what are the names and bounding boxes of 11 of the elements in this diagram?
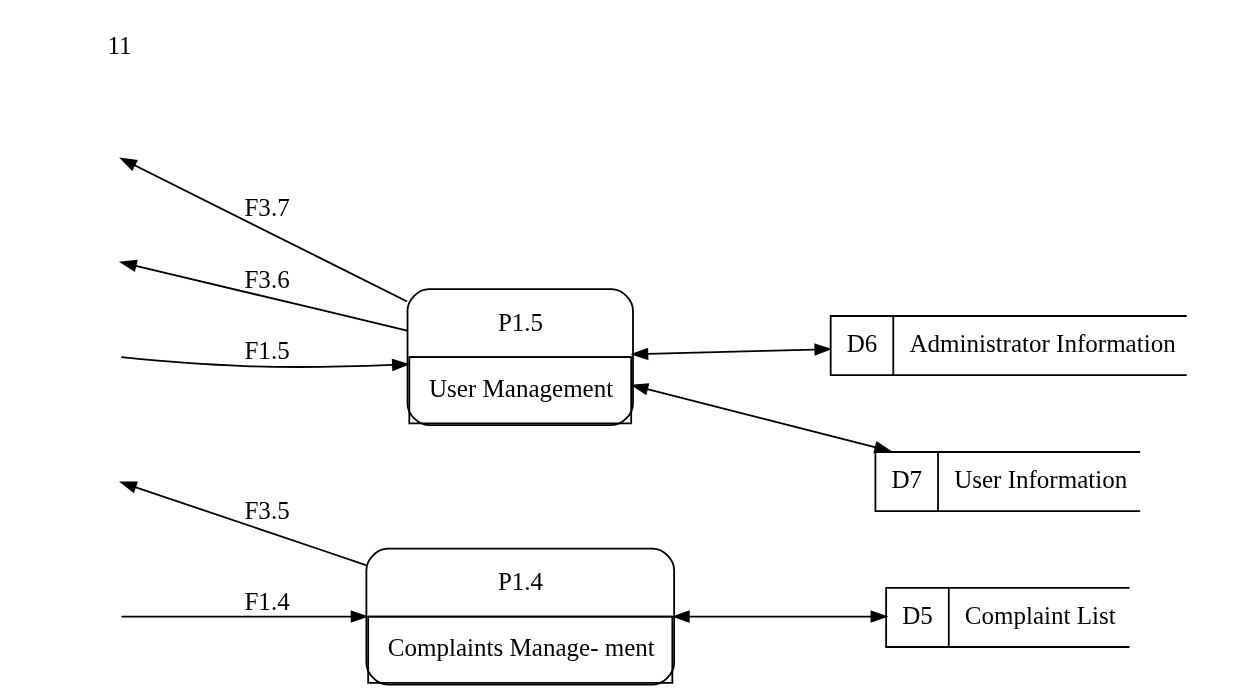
arrow <box>119 157 408 303</box>
edge-label: F3.5 <box>244 496 290 524</box>
arrow <box>118 259 408 332</box>
edge-label: F3.6 <box>244 265 290 293</box>
edge-label: F3.7 <box>244 194 290 222</box>
arrow <box>630 343 833 361</box>
arrow <box>118 481 367 566</box>
edge-label: F1.4 <box>244 587 290 615</box>
arrow <box>120 356 410 372</box>
label: 11 <box>107 32 132 60</box>
edge-label: F1.5 <box>244 337 290 365</box>
